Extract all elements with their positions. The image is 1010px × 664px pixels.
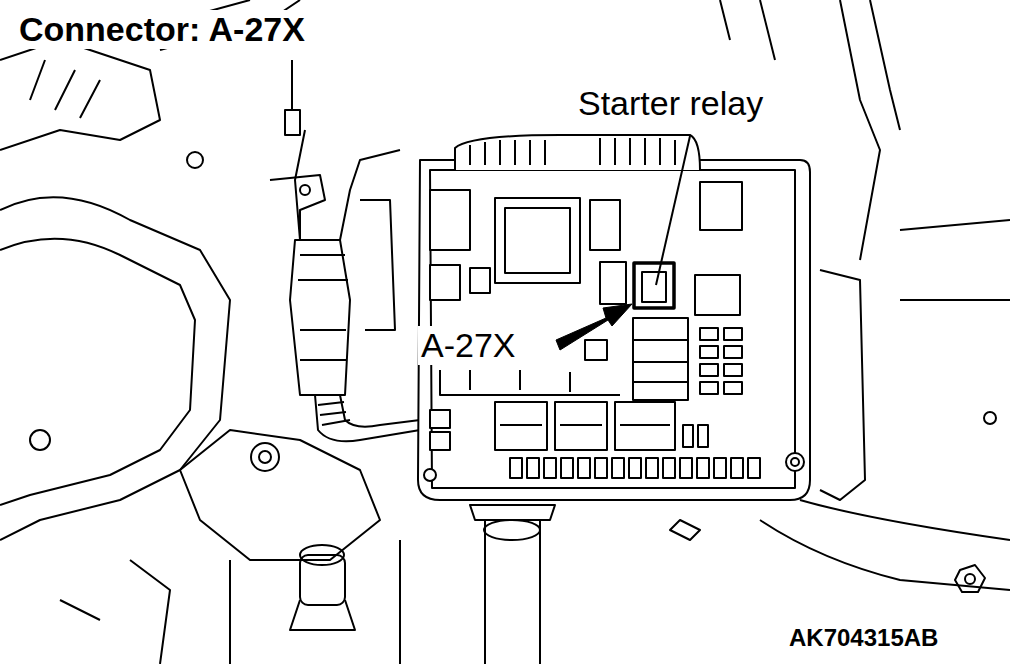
leader-line [656, 136, 690, 285]
connector-label: A-27X [418, 326, 519, 365]
pointer-arrow [556, 304, 632, 350]
fuse-relay-box [418, 135, 810, 500]
figure-code: AK704315AB [786, 624, 941, 652]
leader-and-arrow [556, 136, 690, 350]
figure-title: Connector: A-27X [16, 10, 308, 49]
part-name: Starter relay [575, 84, 766, 123]
